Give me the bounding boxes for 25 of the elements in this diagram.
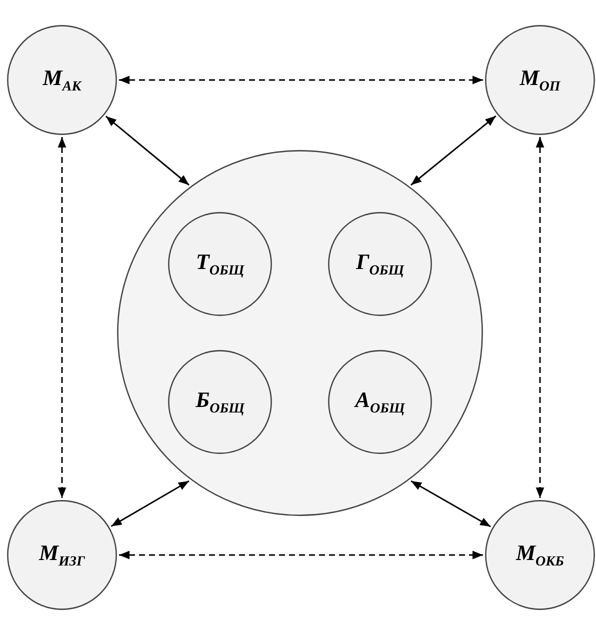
dashed-arrow [536,137,544,498]
arrow [410,480,491,528]
node-label: А$_{ОБЩ}$ [355,386,405,418]
arrow [110,480,190,527]
node-label: М$_{ОКБ}$ [516,540,564,570]
dashed-arrow [119,76,483,84]
arrow [105,116,190,186]
node-label: М$_{АК}$ [42,64,82,96]
circle-node [168,350,272,454]
arrow [410,115,496,186]
circle-node [485,25,595,135]
circle-node [328,212,432,316]
node-label: М$_{ИЗГ}$ [38,540,86,570]
dashed-arrow [58,137,66,498]
circle-node [7,25,117,135]
dashed-arrow [119,550,483,560]
circle-node [328,350,432,454]
node-label: Б$_{ОБЩ}$ [196,386,244,418]
node-label: М$_{ОП}$ [520,64,560,96]
circle-node [485,500,595,610]
node-label: Г$_{ОБЩ}$ [356,248,404,280]
circle-node [7,500,117,610]
circle-node [117,150,483,516]
circle-node [168,212,272,316]
node-label: Т$_{ОБЩ}$ [196,248,244,280]
